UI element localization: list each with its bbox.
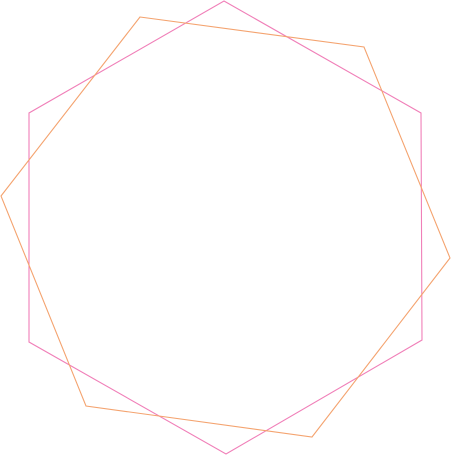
- pink-hexagon: [28, 0, 423, 455]
- orange-pentagon: [0, 16, 451, 438]
